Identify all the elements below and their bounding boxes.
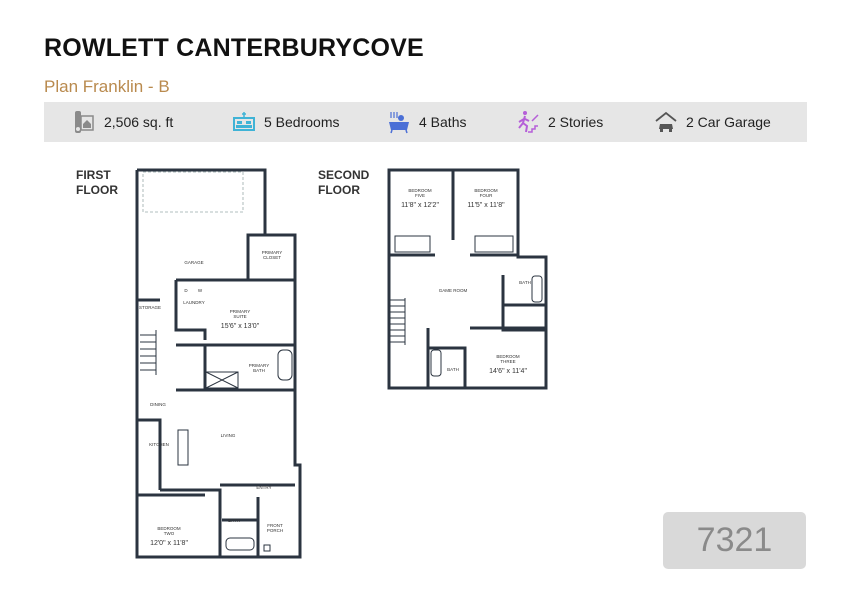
feature-label: 2 Car Garage [686, 114, 771, 130]
room-label: KITCHEN [149, 442, 169, 447]
feature-garage: 2 Car Garage [654, 102, 771, 142]
second-floor-plan: BEDROOM FIVE 11'8" x 12'2" BEDROOM FOUR … [387, 168, 548, 390]
stairs-icon [518, 111, 539, 133]
room-label: THREE [500, 359, 515, 364]
feature-sqft: 2,506 sq. ft [72, 102, 173, 142]
feature-label: 4 Baths [419, 114, 467, 130]
feature-stories: 2 Stories [516, 102, 603, 142]
square-footage-icon [75, 111, 94, 133]
room-label: GAME ROOM [439, 288, 468, 293]
feature-label: 2,506 sq. ft [104, 114, 174, 130]
label-line: FLOOR [318, 183, 360, 197]
room-label: BATH [253, 368, 265, 373]
room-dimensions: 12'0" x 11'8" [150, 540, 188, 547]
room-label: GARAGE [184, 260, 203, 265]
room-label: W [198, 288, 203, 293]
room-label: FIVE [415, 193, 425, 198]
plan-number-badge: 7321 [663, 512, 806, 569]
room-label: FRONT [267, 523, 283, 528]
feature-label: 2 Stories [548, 114, 604, 130]
room-label: PORCH [267, 528, 283, 533]
bed-icon [233, 112, 255, 131]
room-label: BATH [519, 280, 531, 285]
room-label: LAUNDRY [183, 300, 204, 305]
room-label: LIVING [221, 433, 236, 438]
garage-icon [655, 111, 677, 132]
label-line: FLOOR [76, 183, 118, 197]
page-title: ROWLETT CANTERBURYCOVE [44, 34, 424, 62]
plan-number: 7321 [696, 521, 773, 559]
second-floor-label: SECOND FLOOR [318, 168, 369, 198]
room-label: BEDROOM [474, 188, 498, 193]
label-line: SECOND [318, 168, 370, 182]
room-label: SUITE [233, 314, 246, 319]
first-floor-plan: GARAGE PRIMARY CLOSET D W LAUNDRY STORAG… [135, 168, 302, 559]
room-label: FOUR [480, 193, 493, 198]
room-dimensions: 14'6" x 11'4" [489, 368, 527, 375]
bath-icon [389, 112, 409, 134]
features-bar: 2,506 sq. ft 5 Bedrooms 4 Baths 2 Storie… [44, 102, 807, 142]
first-floor-label: FIRST FLOOR [76, 168, 118, 198]
feature-label: 5 Bedrooms [264, 114, 340, 130]
room-label: BEDROOM [496, 354, 520, 359]
room-label: CLOSET [263, 255, 281, 260]
feature-baths: 4 Baths [387, 102, 466, 142]
plan-name: Plan Franklin - B [44, 77, 170, 96]
room-dimensions: 11'5" x 11'8" [467, 202, 505, 209]
feature-bedrooms: 5 Bedrooms [232, 102, 339, 142]
room-label: BATH [447, 367, 459, 372]
room-label: D [184, 288, 188, 293]
room-label: PRIMARY [230, 309, 250, 314]
room-label: PRIMARY [249, 363, 269, 368]
stairs-icon [390, 298, 406, 345]
room-label: BEDROOM [157, 526, 181, 531]
room-label: PRIMARY [262, 250, 282, 255]
room-dimensions: 15'6" x 13'0" [221, 323, 260, 330]
room-label: TWO [164, 531, 175, 536]
room-dimensions: 11'8" x 12'2" [401, 202, 439, 209]
room-label: ENTRY [256, 485, 271, 490]
room-label: BATH [228, 518, 240, 523]
stairs-icon [140, 330, 157, 375]
room-label: BEDROOM [408, 188, 432, 193]
room-label: STORAGE [139, 305, 161, 310]
label-line: FIRST [76, 168, 111, 182]
room-label: DINING [150, 402, 166, 407]
